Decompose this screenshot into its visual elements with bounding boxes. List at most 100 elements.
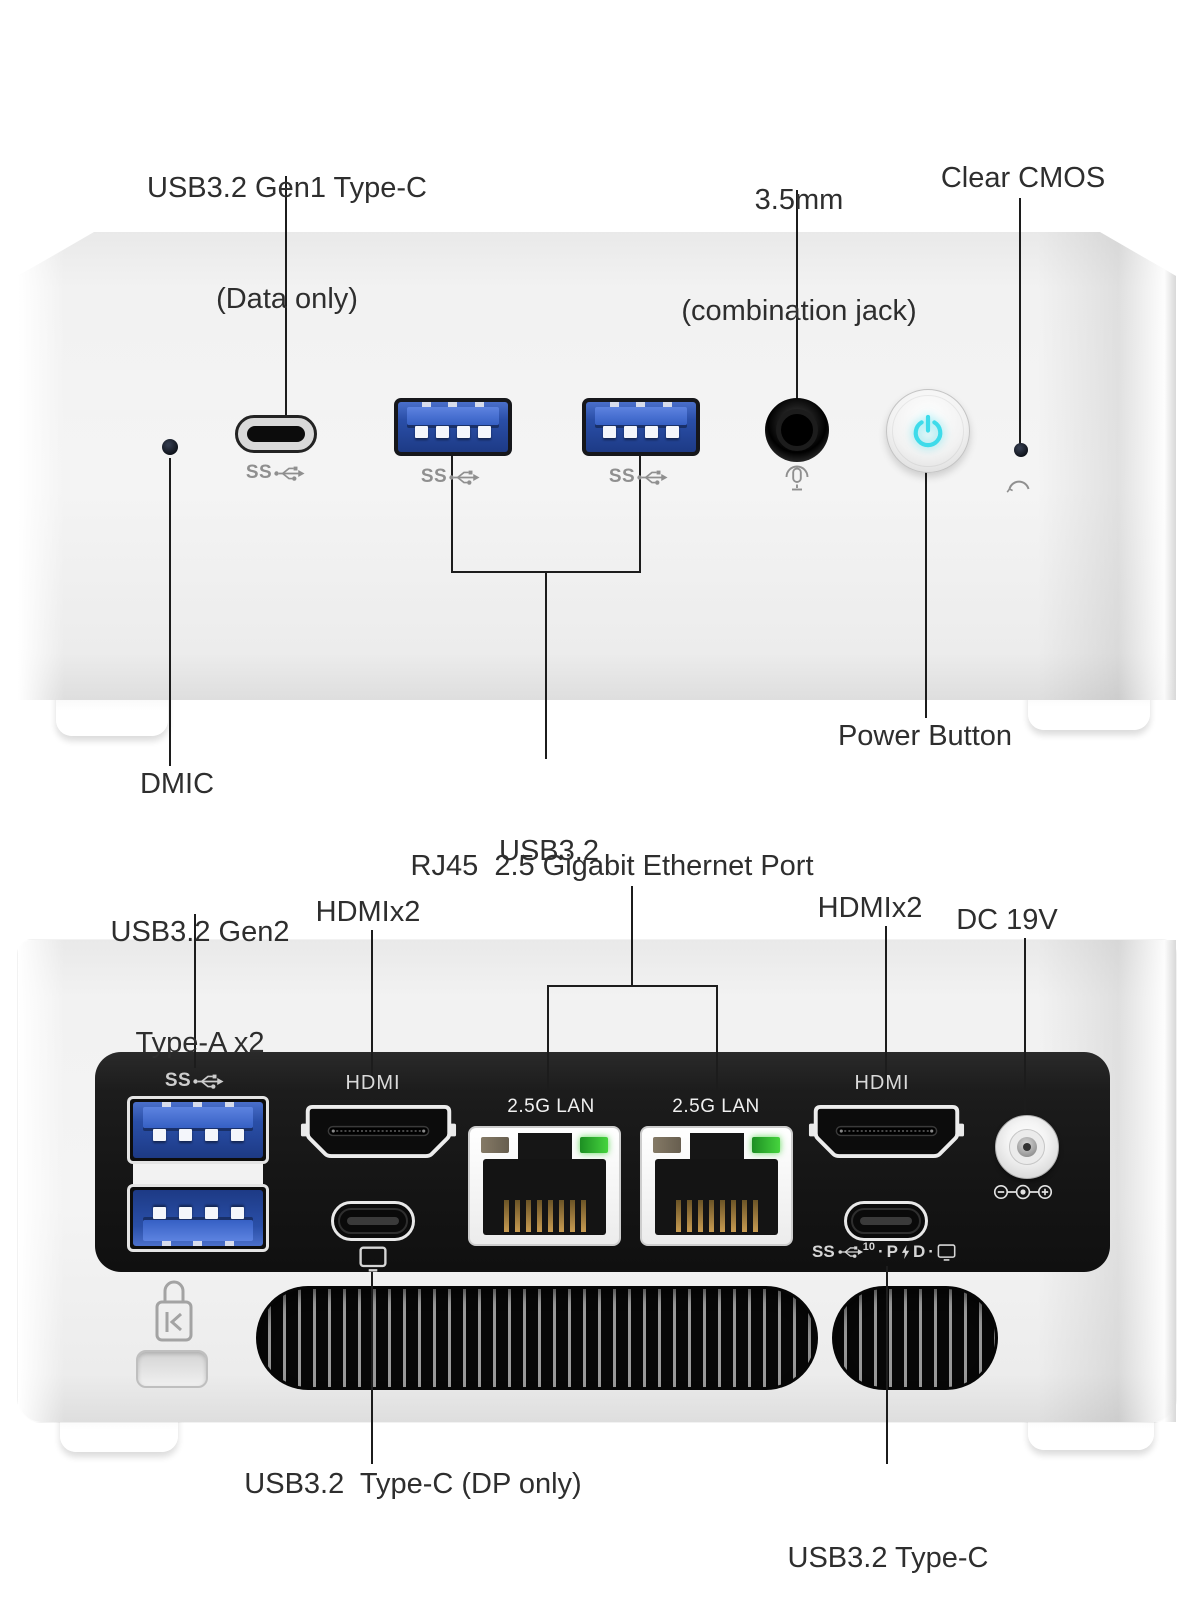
usb-c-port-front <box>235 415 317 453</box>
label-hdmi-left: HDMIx2 <box>315 896 421 928</box>
ss-label: SS <box>420 466 448 487</box>
kensington-slot <box>136 1350 208 1388</box>
usb-trident-icon <box>274 464 306 483</box>
hdmi-port-left <box>300 1104 457 1161</box>
clear-cmos-hole <box>1014 443 1028 457</box>
label-dmic: DMIC <box>139 768 215 800</box>
pd-d-label: D <box>913 1242 926 1261</box>
ss-label: SS <box>164 1070 192 1091</box>
leader-usbc-pd <box>886 1266 888 1464</box>
headset-mic-icon <box>782 462 812 494</box>
usb-a-contacts <box>414 426 492 438</box>
rj45-cavity <box>655 1159 778 1235</box>
usb-a-notches <box>161 1102 235 1107</box>
leader-power-button <box>925 471 927 718</box>
displayport-monitor-icon <box>359 1246 387 1272</box>
label-usbc-dp: USB3.2 Type-C (DP only) <box>244 1468 582 1500</box>
ss-label: SS <box>245 462 273 483</box>
leader-hdmi-right <box>885 926 887 1102</box>
rj45-pins <box>675 1200 758 1232</box>
vent-grille-left <box>256 1286 818 1390</box>
usb-a-stack-rear <box>127 1096 269 1252</box>
front-chassis <box>18 232 1176 700</box>
lightning-bolt-icon <box>901 1245 910 1259</box>
usb-a-tongue <box>594 406 688 425</box>
rj45-notch <box>689 1133 744 1163</box>
leader-ethernet-stem <box>631 886 633 985</box>
ss-label: SS <box>812 1242 835 1261</box>
leader-ethernet-branch-2 <box>716 985 718 1095</box>
usb-a-contacts <box>152 1207 244 1220</box>
usb-a-cavity <box>133 1102 263 1158</box>
label-ethernet: RJ45 2.5 Gigabit Ethernet Port <box>410 850 814 882</box>
label-usba-rear: USB3.2 Gen2 Type-A x2 <box>110 916 290 1059</box>
hdmi-text-right: HDMI <box>854 1072 910 1094</box>
usbc-capability-icons: SS 10 · P D · <box>812 1241 956 1262</box>
dc-jack-pin <box>1017 1137 1037 1157</box>
power-icon <box>908 411 948 451</box>
leader-usbc-front <box>285 176 287 420</box>
leader-ethernet-join <box>547 985 718 987</box>
headphone-icon <box>1005 468 1033 494</box>
leader-usba-front-right <box>639 456 641 573</box>
usb-a-port-rear-2 <box>127 1184 269 1252</box>
label-hdmi-right: HDMIx2 <box>817 892 923 924</box>
monitor-icon <box>937 1244 956 1261</box>
usb-a-notches <box>161 1241 235 1246</box>
lan-text-right: 2.5G LAN <box>672 1096 760 1117</box>
label-clear-cmos: Clear CMOS <box>940 162 1106 194</box>
superspeed-icon: SS <box>421 466 481 488</box>
rj45-pins <box>503 1200 586 1232</box>
leader-ethernet-branch-1 <box>547 985 549 1095</box>
superspeed-icon: SS <box>246 462 306 484</box>
speed-label: 10 <box>862 1241 875 1253</box>
usb-trident-icon <box>838 1244 864 1260</box>
usb-trident-icon <box>637 468 669 487</box>
leader-usbc-dp <box>371 1272 373 1464</box>
dc-jack-hole <box>1023 1143 1031 1151</box>
dc-jack-inner <box>1009 1129 1045 1165</box>
lan-led-amber <box>481 1137 509 1153</box>
leader-dc-in <box>1024 938 1026 1114</box>
lan-led-amber <box>653 1137 681 1153</box>
usb-a-tongue <box>406 406 500 425</box>
leader-usba-rear <box>194 914 196 1068</box>
usb-trident-icon <box>449 468 481 487</box>
usb-a-port-front-2 <box>582 398 700 456</box>
rj45-cavity <box>483 1159 606 1235</box>
lan-led-green <box>580 1137 608 1153</box>
usb-a-port-rear-1 <box>127 1096 269 1164</box>
ethernet-port-1 <box>468 1126 621 1246</box>
usb-a-stack-gap <box>133 1164 263 1184</box>
label-usbc-front: USB3.2 Gen1 Type-C (Data only) <box>147 172 427 315</box>
leader-dmic <box>169 458 171 766</box>
hdmi-port-right <box>808 1104 965 1161</box>
usb-a-contacts <box>602 426 680 438</box>
kensington-lock-icon <box>150 1274 198 1348</box>
usb-a-tongue <box>143 1220 253 1241</box>
usb-a-cavity <box>586 402 696 452</box>
vent-grille-right <box>832 1286 998 1390</box>
label-audio-jack: 3.5mm (combination jack) <box>681 184 917 327</box>
usb-c-port-rear-pd <box>844 1201 928 1241</box>
label-dc-in: DC 19V <box>956 904 1058 936</box>
superspeed-icon: SS <box>165 1070 225 1092</box>
dmic-hole <box>162 439 178 455</box>
usb-a-notches <box>422 402 484 407</box>
ss-label: SS <box>608 466 636 487</box>
leader-audio-jack <box>796 190 798 400</box>
usb-c-port-rear-dp <box>331 1201 415 1241</box>
pd-p-label: P <box>886 1242 898 1261</box>
usb-a-notches <box>610 402 672 407</box>
power-button <box>886 389 970 473</box>
usb-a-contacts <box>152 1128 244 1141</box>
usb-a-cavity <box>398 402 508 452</box>
ethernet-port-2 <box>640 1126 793 1246</box>
leader-hdmi-left <box>371 930 373 1102</box>
leader-usba-front-left <box>451 456 453 573</box>
hdmi-text-left: HDMI <box>345 1072 401 1094</box>
dc-power-jack <box>995 1115 1059 1179</box>
usb-a-tongue <box>143 1107 253 1128</box>
rj45-notch <box>517 1133 572 1163</box>
